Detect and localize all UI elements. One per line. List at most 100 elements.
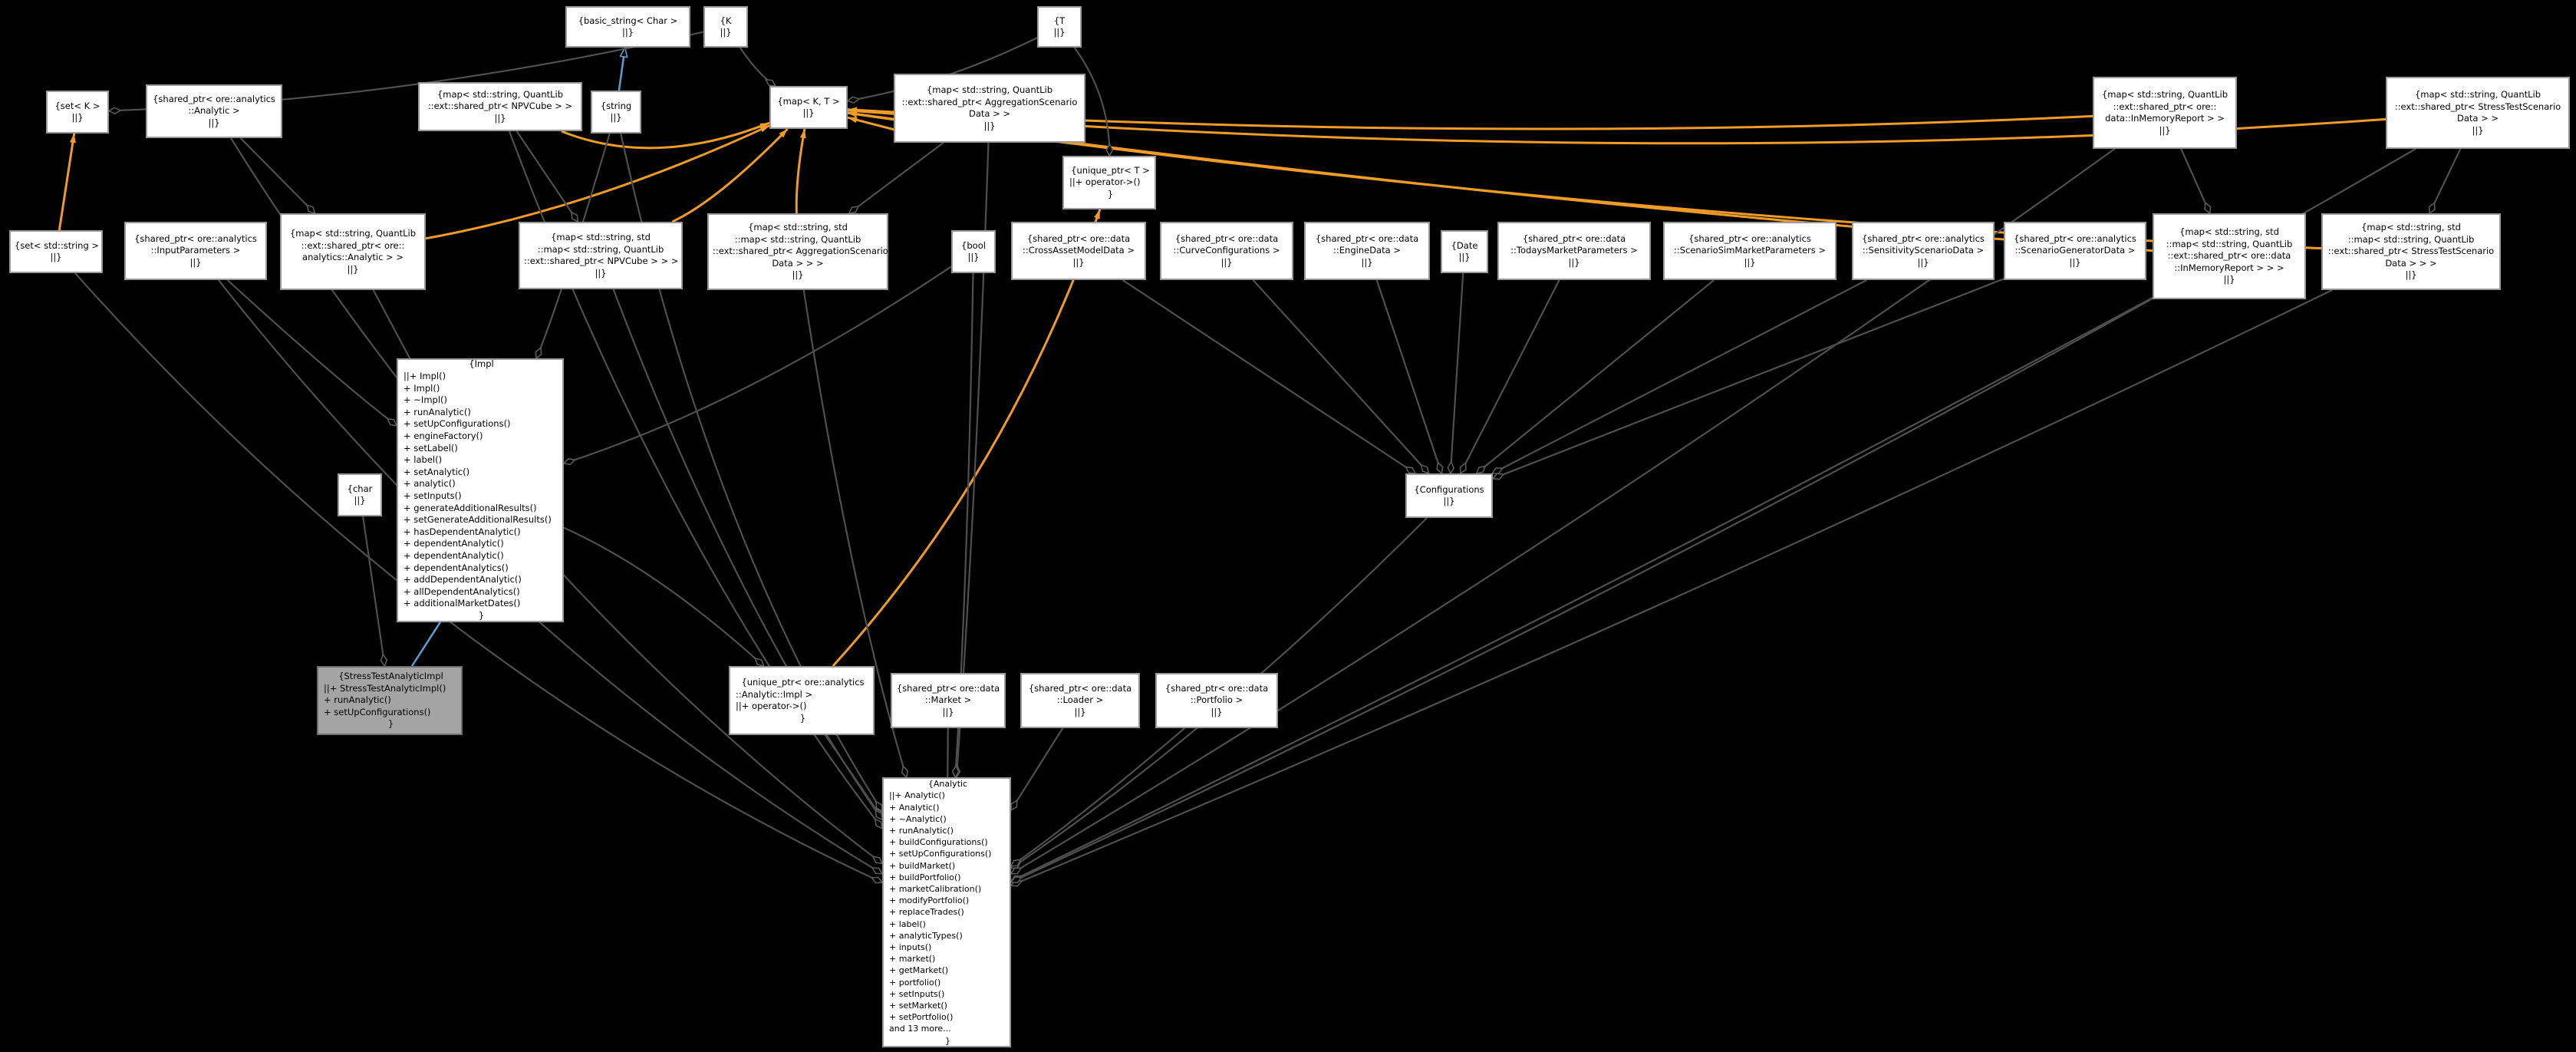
class-node-label: ::ext::shared_ptr< AggregationScenario [901,96,1078,107]
edge-usage-bool-to-impl [564,265,952,463]
class-node-basic-string-char[interactable]: {basic_string< Char >||} [565,6,690,48]
class-node-map-npvcube[interactable]: {map< std::string, QuantLib::ext::shared… [418,82,582,131]
class-node-label: + setUpConfigurations() [404,418,511,430]
class-node-label: + additionalMarketDates() [404,598,521,609]
edge-usage-shared-ptr-portfolio-to-analytic [1011,727,1185,866]
class-node-map-aggscendata[interactable]: {map< std::string, QuantLib::ext::shared… [894,74,1085,143]
class-node-unique-ptr-analytic-impl[interactable]: {unique_ptr< ore::analytics::Analytic::I… [729,666,875,735]
class-node-label: {map< std::string, QuantLib [436,88,564,100]
class-node-unique-ptr-t[interactable]: {unique_ptr< T >||+ operator->()} [1062,156,1156,209]
edge-usage-shared-ptr-curveconfigurations-to-configurations [1252,279,1429,473]
class-node-label: ::ext::shared_ptr< ore:: [2113,101,2217,112]
class-node-label: ::SensitivityScenarioData > [1862,245,1985,256]
edge-usage-map-npvcube-to-map-map-npvcube [516,130,578,222]
class-node-label: + modifyPortfolio() [889,895,970,906]
class-node-shared-ptr-loader[interactable]: {shared_ptr< ore::data::Loader >||} [1020,673,1140,728]
class-node-shared-ptr-crossassetmodeldata[interactable]: {shared_ptr< ore::data::CrossAssetModelD… [1011,222,1146,280]
class-node-map-map-aggscendata[interactable]: {map< std::string, std::map< std::string… [707,213,888,290]
class-node-label: ||} [942,706,954,717]
class-node-configurations[interactable]: {Configurations||} [1405,473,1493,518]
edge-template-set-string-to-set-k [58,133,76,231]
class-node-label: {map< std::string, QuantLib [2414,89,2541,100]
edge-usage-map-inmemoryreport-to-map-map-inmemoryreport [2180,148,2210,213]
class-node-label: ::ext::shared_ptr< NPVCube > > [427,101,573,112]
class-node-label: ||+ operator->() [1069,176,1141,188]
class-node-label: {shared_ptr< ore::data [1522,232,1626,244]
class-node-map-stresstestscenariodata[interactable]: {map< std::string, QuantLib::ext::shared… [2386,77,2570,149]
class-node-label: ::ScenarioSimMarketParameters > [1673,245,1827,256]
class-node-k-param[interactable]: {K||} [703,6,748,48]
class-node-label: ||} [347,263,359,275]
edge-usage-char-to-stresstestanalyticimpl [362,516,384,666]
edge-usage-shared-ptr-loader-to-analytic [1010,727,1064,810]
class-node-label: {shared_ptr< ore::analytics [1688,232,1811,244]
class-node-shared-ptr-todaysmarketparameters[interactable]: {shared_ptr< ore::data::TodaysMarketPara… [1497,222,1651,280]
class-node-label: ||} [2069,256,2081,268]
class-node-date[interactable]: {Date||} [1441,230,1488,273]
class-node-label: + inputs() [889,942,932,953]
class-node-label: ||} [2223,274,2235,285]
class-node-map-inmemoryreport[interactable]: {map< std::string, QuantLib::ext::shared… [2093,77,2237,149]
class-node-label: + engineFactory() [404,430,483,442]
class-node-label: {map< K, T > [777,95,840,107]
class-node-label: ||} [1917,256,1929,268]
class-node-stresstestanalyticimpl[interactable]: {StressTestAnalyticImpl||+ StressTestAna… [317,666,463,735]
class-node-shared-ptr-portfolio[interactable]: {shared_ptr< ore::data::Portfolio >||} [1155,673,1278,728]
class-node-char[interactable]: {char||} [338,473,382,516]
edge-usage-k-param-to-map-k-t [739,47,776,87]
class-node-map-analytic[interactable]: {map< std::string, QuantLib::ext::shared… [280,213,426,290]
class-node-label: Data > > [2456,113,2499,124]
class-node-label: ||} [1211,706,1223,717]
class-node-impl[interactable]: {Impl||+ Impl()+ Impl()+ ~Impl()+ runAna… [397,358,564,622]
class-node-label: + setLabel() [404,442,458,453]
class-node-label: {shared_ptr< ore::data [1028,682,1132,694]
class-node-label: ::ext::shared_ptr< ore:: [301,239,405,251]
class-node-shared-ptr-curveconfigurations[interactable]: {shared_ptr< ore::data::CurveConfigurati… [1160,222,1293,280]
class-node-label: {unique_ptr< ore::analytics [741,677,865,688]
edge-usage-set-string-to-analytic [74,272,882,882]
class-node-label: {shared_ptr< ore::data [1315,232,1419,244]
class-node-label: {map< std::string, QuantLib [926,84,1053,95]
class-node-shared-ptr-enginedata[interactable]: {shared_ptr< ore::data::EngineData >||} [1304,222,1430,280]
class-node-shared-ptr-scenariosimmarketparameters[interactable]: {shared_ptr< ore::analytics::ScenarioSim… [1663,222,1836,280]
class-node-label: ::Loader > [1056,694,1104,706]
class-node-shared-ptr-inputparameters[interactable]: {shared_ptr< ore::analytics::InputParame… [124,222,267,280]
class-node-map-map-stresstestscenariodata[interactable]: {map< std::string, std::map< std::string… [2321,213,2501,290]
class-node-label: ||} [1458,252,1471,262]
class-node-map-map-inmemoryreport[interactable]: {map< std::string, std::map< std::string… [2153,213,2306,299]
class-node-map-k-t[interactable]: {map< K, T >||} [769,86,848,129]
class-node-label: + dependentAnalytic() [404,538,504,549]
class-node-label: ||} [1568,256,1580,268]
class-node-shared-ptr-scenariogeneratordata[interactable]: {shared_ptr< ore::analytics::ScenarioGen… [2004,222,2146,280]
class-node-label: Data > > [968,108,1011,119]
class-node-label: + runAnalytic() [404,406,471,417]
class-node-label: + setInputs() [889,988,945,999]
class-node-analytic[interactable]: {Analytic||+ Analytic()+ Analytic()+ ~An… [882,777,1011,1047]
class-node-label: ::ScenarioGeneratorData > [2014,245,2136,256]
class-node-label: {set< K > [54,100,100,111]
class-node-label: ||+ Impl() [404,371,446,382]
class-node-shared-ptr-sensitivityscenariodata[interactable]: {shared_ptr< ore::analytics::Sensitivity… [1852,222,1995,280]
class-node-string[interactable]: {string||} [591,91,641,134]
edge-usage-shared-ptr-sensitivityscenariodata-to-configurations [1492,279,1867,474]
class-node-set-string[interactable]: {set< std::string >||} [9,230,103,273]
class-node-shared-ptr-analytic[interactable]: {shared_ptr< ore::analytics::Analytic >|… [146,84,282,138]
class-node-set-k[interactable]: {set< K >||} [46,91,109,134]
class-node-bool[interactable]: {bool||} [951,230,996,273]
class-node-label: ||} [621,27,634,38]
class-node-t-param[interactable]: {T||} [1037,6,1082,48]
class-node-label: ||} [1443,496,1455,506]
edge-usage-shared-ptr-enginedata-to-configurations [1375,279,1442,473]
class-node-label: analytics::Analytic > > [302,252,404,262]
class-node-label: + Analytic() [889,802,940,813]
class-node-label: + label() [404,454,443,466]
class-node-label: + setPortfolio() [889,1012,954,1023]
class-node-label: {shared_ptr< ore::data [1174,232,1279,244]
class-node-label: ::EngineData > [1333,245,1401,256]
class-node-label: } [478,609,485,621]
class-node-map-map-npvcube[interactable]: {map< std::string, std::map< std::string… [519,222,683,289]
class-node-label: + getMarket() [889,965,949,976]
class-node-shared-ptr-market[interactable]: {shared_ptr< ore::data::Market >||} [891,673,1006,728]
